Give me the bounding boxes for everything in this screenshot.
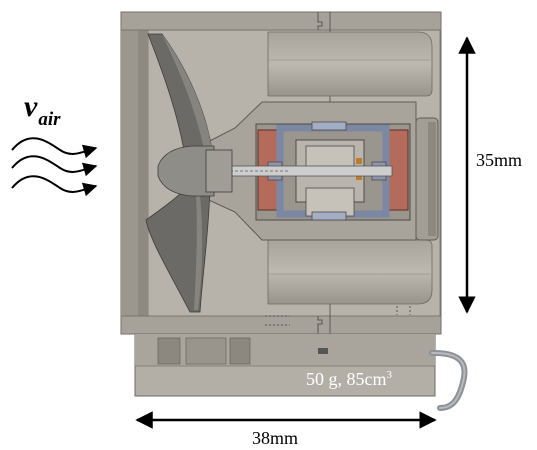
right-end-cap [415, 117, 439, 241]
power-cable [429, 349, 468, 411]
air-flow-arrow-3 [11, 175, 98, 197]
air-flow-arrows [11, 137, 98, 197]
upper-cylinder [267, 31, 433, 97]
width-dimension-label: 38mm [252, 428, 299, 448]
air-velocity-subscript: air [38, 109, 61, 130]
mass-volume-text: 50 g, 85cm [306, 369, 387, 389]
air-flow-arrow-2 [11, 155, 98, 177]
hub-cone [157, 145, 215, 197]
air-flow-arrow-1 [11, 137, 98, 159]
air-velocity-symbol: v [24, 90, 38, 123]
fan-rotor [145, 33, 233, 313]
volume-unit-exponent: 3 [386, 369, 393, 381]
air-velocity-label: vair [24, 90, 61, 130]
fan-base [134, 333, 436, 397]
lower-cylinder [267, 239, 433, 305]
mass-volume-label: 50 g, 85cm3 [306, 369, 392, 390]
lower-blade [145, 189, 211, 313]
height-dimension-label: 35mm [476, 150, 523, 170]
